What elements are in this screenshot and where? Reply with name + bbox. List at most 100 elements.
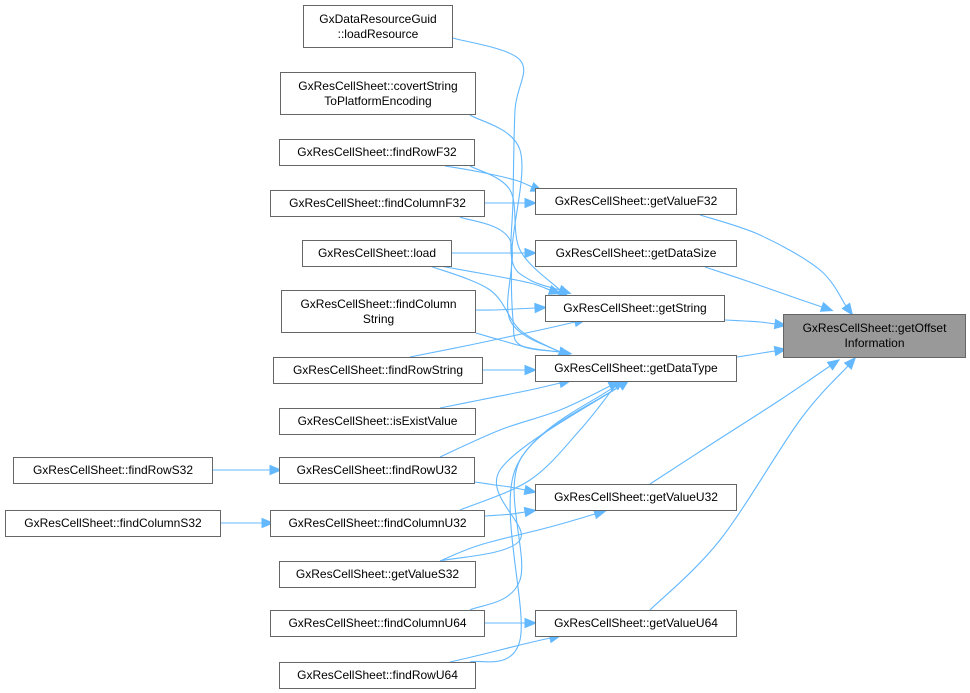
- node-label-line: GxResCellSheet::findColumnS32: [24, 516, 202, 530]
- edge-line: [409, 321, 576, 358]
- node-label-line: ToPlatformEncoding: [324, 93, 432, 108]
- edge-n3-to-n0: [724, 318, 788, 330]
- arrowhead-icon: [524, 197, 538, 209]
- edge-line: [469, 114, 561, 353]
- caller-node[interactable]: GxResCellSheet::isExistValue: [279, 408, 476, 435]
- node-label-line: GxResCellSheet::getValueU64: [554, 616, 718, 630]
- node-label-line: GxResCellSheet::getDataSize: [555, 246, 717, 260]
- caller-node[interactable]: GxResCellSheet::findColumnF32: [270, 190, 485, 217]
- edge-n12-to-n3: [475, 302, 548, 314]
- edge-line: [469, 385, 621, 611]
- edge-n15-to-n5: [474, 481, 538, 496]
- edge-line: [475, 332, 561, 353]
- edge-line: [439, 385, 611, 458]
- edge-line: [484, 511, 526, 517]
- edge-n10-to-n1: [485, 197, 538, 209]
- node-label-line: ::loadResource: [337, 26, 419, 41]
- caller-node[interactable]: GxResCellSheet::getDataSize: [535, 240, 737, 267]
- edge-line: [704, 266, 823, 308]
- edge-n19-to-n6: [449, 633, 562, 663]
- edge-line: [475, 307, 536, 311]
- caller-node[interactable]: GxResCellSheet::getValueU32: [535, 484, 737, 511]
- edge-line: [439, 265, 551, 291]
- edge-line: [724, 319, 776, 325]
- arrowhead-icon: [261, 517, 275, 529]
- edge-n9-to-n3: [469, 165, 569, 299]
- edge-n13-to-n4: [482, 364, 538, 376]
- caller-node[interactable]: GxResCellSheet::getValueU64: [535, 610, 737, 637]
- caller-node[interactable]: GxResCellSheet::findColumnU64: [270, 610, 485, 637]
- caller-node[interactable]: GxResCellSheet::findRowS32: [13, 457, 213, 484]
- caller-node[interactable]: GxResCellSheet::getString: [545, 295, 725, 322]
- arrowhead-icon: [524, 617, 538, 629]
- edge-line: [459, 216, 561, 353]
- edge-n1-to-n0: [699, 214, 854, 316]
- arrowhead-icon: [524, 247, 538, 259]
- node-label-line: GxResCellSheet::findRowU32: [296, 463, 458, 477]
- edge-line: [449, 637, 551, 663]
- edge-n18-to-n6: [484, 617, 538, 629]
- arrowhead-icon: [269, 464, 283, 476]
- edge-line: [699, 214, 847, 307]
- edge-n11-to-n2: [452, 247, 538, 259]
- edge-line: [469, 385, 616, 663]
- edge-n21-to-n16: [220, 517, 275, 529]
- caller-node[interactable]: GxResCellSheet::findRowString: [273, 357, 483, 384]
- node-label-line: GxResCellSheet::getValueS32: [295, 567, 460, 581]
- node-label-line: GxResCellSheet::getString: [563, 301, 707, 315]
- edge-line: [452, 37, 561, 291]
- node-label-line: GxResCellSheet::findRowU64: [297, 668, 458, 682]
- arrowhead-icon: [523, 484, 538, 496]
- node-label-line: Information: [844, 336, 905, 350]
- edge-line: [736, 350, 776, 358]
- node-label-line: GxResCellSheet::findRowF32: [297, 145, 457, 159]
- arrowhead-icon: [826, 359, 841, 371]
- arrowhead-icon: [547, 284, 562, 295]
- caller-node[interactable]: GxResCellSheet::findRowU32: [279, 457, 475, 484]
- arrowhead-icon: [558, 346, 573, 358]
- node-label-line: GxDataResourceGuid: [319, 11, 437, 26]
- edge-line: [444, 165, 533, 188]
- arrowhead-icon: [523, 506, 538, 518]
- arrowhead-icon: [841, 302, 854, 316]
- caller-node[interactable]: GxResCellSheet::getValueS32: [279, 561, 476, 588]
- arrowhead-icon: [773, 318, 788, 330]
- node-label-line: GxResCellSheet::load: [317, 246, 437, 260]
- edge-line: [474, 481, 526, 491]
- node-label-line: GxResCellSheet::getValueU32: [554, 490, 718, 504]
- arrowhead-icon: [524, 364, 538, 376]
- node-label-line: GxResCellSheet::findRowS32: [32, 463, 194, 477]
- edge-n2-to-n0: [704, 266, 834, 312]
- node-label-line: GxResCellSheet::isExistValue: [297, 414, 458, 428]
- caller-node[interactable]: GxDataResourceGuid::loadResource: [303, 5, 453, 48]
- arrowhead-icon: [843, 356, 857, 370]
- arrowhead-icon: [773, 345, 788, 357]
- caller-node[interactable]: GxResCellSheet::findColumnU32: [270, 510, 485, 537]
- caller-node[interactable]: GxResCellSheet::getDataType: [535, 355, 737, 382]
- edge-line: [469, 165, 561, 291]
- edge-n20-to-n15: [213, 464, 283, 476]
- caller-node[interactable]: GxResCellSheet::load: [302, 240, 452, 267]
- edge-line: [649, 365, 831, 485]
- edge-n16-to-n5: [484, 506, 538, 518]
- caller-node[interactable]: GxResCellSheet::findColumnS32: [5, 510, 221, 537]
- node-label-line: GxResCellSheet::getOffset: [802, 321, 947, 335]
- caller-node[interactable]: GxResCellSheet::findRowF32: [279, 139, 475, 166]
- node-label-line: GxResCellSheet::findColumnU32: [288, 516, 467, 530]
- edge-n9-to-n1: [444, 165, 544, 192]
- edge-line: [439, 513, 596, 562]
- arrowhead-icon: [819, 301, 834, 312]
- edge-line: [649, 365, 849, 611]
- caller-node[interactable]: GxResCellSheet::getValueF32: [535, 188, 737, 215]
- node-label-line: String: [362, 311, 395, 326]
- caller-node[interactable]: GxResCellSheet::findRowU64: [279, 662, 476, 689]
- edge-n12-to-n4: [475, 332, 573, 358]
- edge-n6-to-n0: [649, 356, 857, 611]
- edge-line: [459, 385, 616, 511]
- node-label-line: GxResCellSheet::covertString: [298, 78, 458, 93]
- node-label-line: GxResCellSheet::getValueF32: [554, 194, 718, 208]
